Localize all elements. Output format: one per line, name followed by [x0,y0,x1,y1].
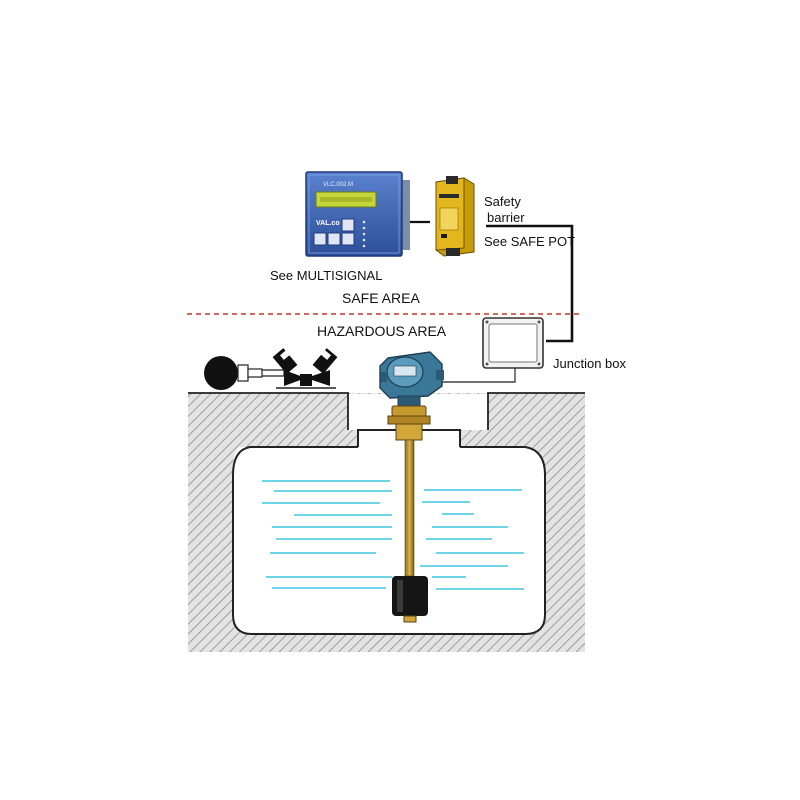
transmitter-flange [387,405,431,441]
liquid-level-lines [262,480,524,590]
hazardous-area-label: HAZARDOUS AREA [317,323,447,339]
level-transmitter [379,351,444,623]
junction-box-icon [482,317,544,369]
pump-motor-icon [204,356,285,390]
controller-key-p [313,232,327,246]
safe-area-label: SAFE AREA [342,290,420,306]
controller-brand-text: VAL.co [316,220,340,227]
ground-surface-left [188,392,349,430]
junction-to-transmitter-cable [442,366,516,383]
safety-barrier-label-line1: Safety [484,194,521,209]
controller-key-down [341,232,355,246]
barrier-to-junction-wire [486,224,574,343]
junction-box-label: Junction box [553,356,626,371]
level-controller-icon: VLC.002.M VAL.co [305,171,410,257]
ground-hatch [188,393,585,652]
see-multisignal-label: See MULTISIGNAL [270,268,383,283]
see-safe-pot-label: See SAFE POT [484,234,576,249]
safety-barrier-icon [435,176,475,257]
controller-model-text: VLC.002.M [323,182,353,188]
safety-barrier-label-line2: barrier [487,210,525,225]
transmitter-guide-rod [404,439,415,577]
controller-key-up [341,218,355,232]
transmitter-head-icon [379,351,444,407]
underground-tank-icon [232,429,546,635]
valve-icon [272,348,338,389]
signal-wiring [408,220,574,383]
ground-surface-right [487,392,585,430]
float-icon [392,576,428,623]
controller-key-enter [327,232,341,246]
controller-status-leds [362,220,366,248]
